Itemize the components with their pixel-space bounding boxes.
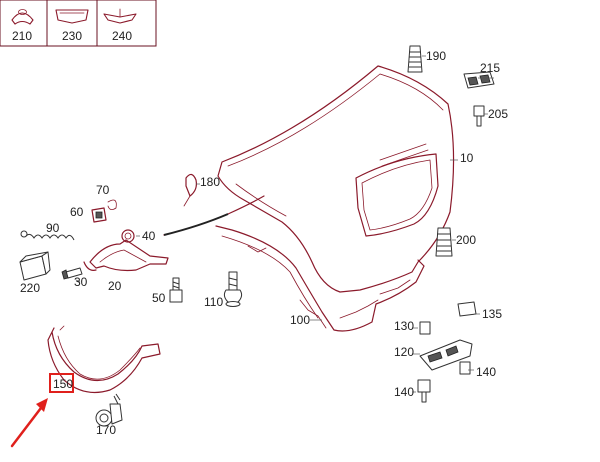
callout-30: 30 — [74, 275, 88, 289]
callout-135: 135 — [482, 307, 502, 321]
latch-215 — [463, 71, 495, 89]
bolt-50 — [169, 277, 183, 303]
bump-stop-200 — [435, 227, 453, 257]
callout-70: 70 — [96, 183, 110, 197]
lid-cable — [163, 173, 265, 236]
thumbnail-label: 240 — [112, 29, 132, 43]
callout-110: 110 — [204, 295, 223, 309]
leader-lines — [75, 55, 494, 393]
callout-200: 200 — [456, 233, 476, 247]
callout-100: 100 — [290, 313, 310, 327]
header-thumbnails: 210 230 240 — [0, 0, 157, 47]
callout-150: 150 — [53, 377, 73, 391]
fastener-170 — [95, 393, 123, 427]
part-220-block — [19, 251, 51, 281]
inner-lid-frame — [215, 225, 425, 332]
callout-140-left: 140 — [394, 385, 414, 399]
red-pointer-arrow-icon — [10, 398, 48, 448]
thumbnail-label: 230 — [62, 29, 82, 43]
thumbnail-230[interactable]: 230 — [55, 9, 89, 43]
callout-50: 50 — [152, 291, 166, 305]
callout-10: 10 — [460, 151, 474, 165]
callout-60: 60 — [70, 205, 84, 219]
callout-215: 215 — [480, 61, 500, 75]
grommet-icon — [11, 12, 34, 25]
latch-assembly — [417, 301, 477, 403]
callout-40: 40 — [142, 229, 156, 243]
callout-190: 190 — [426, 49, 446, 63]
thumbnail-210[interactable]: 210 — [11, 9, 34, 44]
thumbnail-240[interactable]: 240 — [103, 8, 137, 43]
callout-220: 220 — [20, 281, 40, 295]
callout-170: 170 — [96, 423, 116, 437]
highlighted-callout-150[interactable]: 150 — [49, 373, 74, 393]
callout-labels: 190 215 205 10 180 70 60 90 40 200 30 20… — [20, 49, 508, 437]
callout-140-right: 140 — [476, 365, 496, 379]
callout-120: 120 — [394, 345, 414, 359]
highlight-box — [49, 373, 74, 393]
thumbnail-label: 210 — [12, 29, 32, 43]
callout-90: 90 — [46, 221, 60, 235]
bolt-110 — [223, 271, 243, 307]
callout-20: 20 — [108, 279, 122, 293]
screw-205 — [473, 105, 485, 127]
badge-outline-icon — [55, 9, 89, 24]
callout-205: 205 — [488, 107, 508, 121]
part-150-trim — [47, 325, 161, 393]
hinge-assembly — [20, 199, 169, 280]
bump-stop-190 — [407, 45, 423, 73]
callout-180: 180 — [200, 175, 220, 189]
trunk-lid — [217, 65, 455, 293]
callout-130: 130 — [394, 319, 414, 333]
